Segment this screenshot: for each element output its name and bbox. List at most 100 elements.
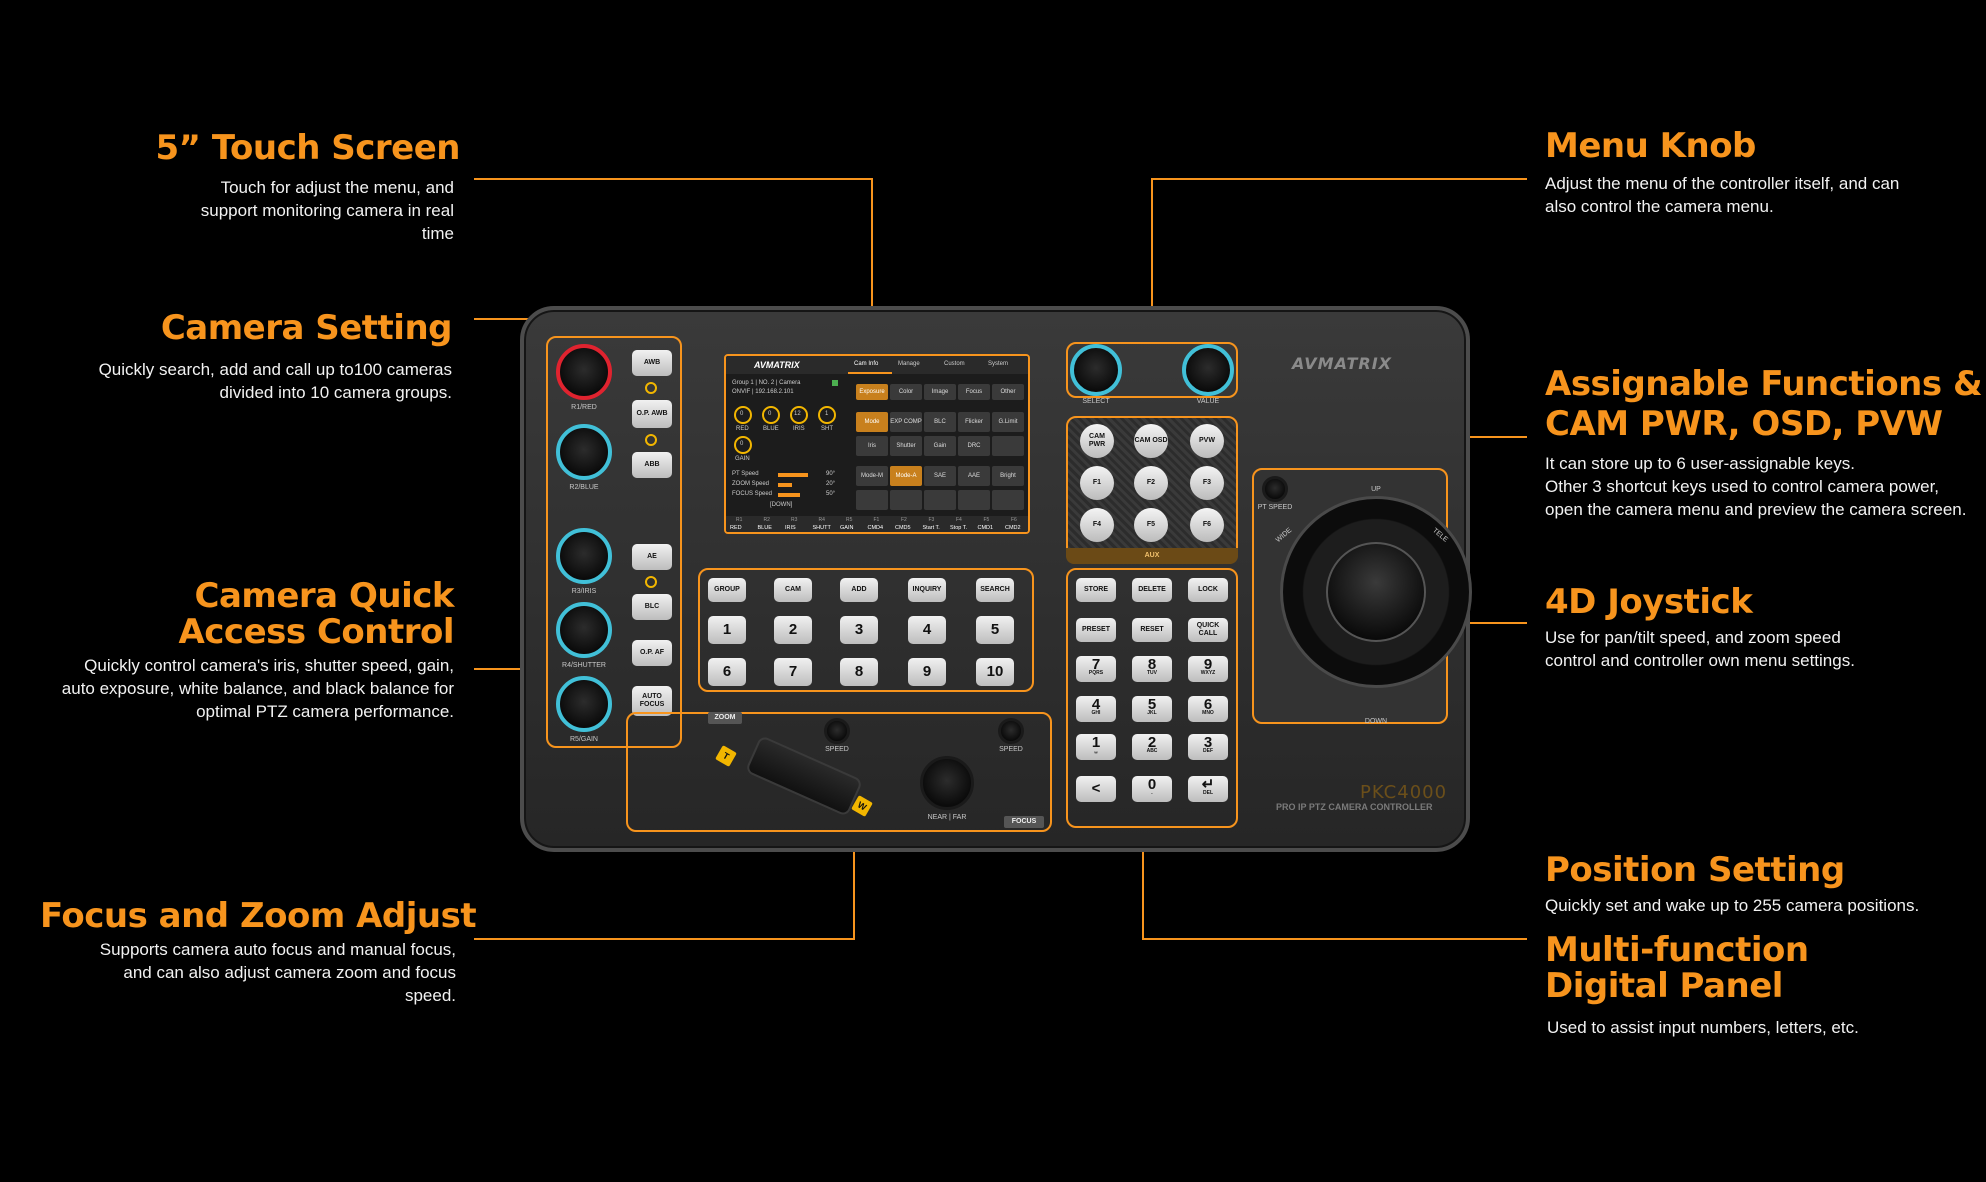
camera-number-key-8[interactable]: 8 [840,658,878,686]
lock-key[interactable]: LOCK [1188,578,1228,602]
auto-focus-key[interactable]: AUTO FOCUS [632,686,672,716]
store-key[interactable]: STORE [1076,578,1116,602]
screen-footer-key-label[interactable]: IRIS [785,525,796,531]
screen-opt-exp-comp[interactable]: EXP COMP [890,412,922,432]
screen-footer-key-label[interactable]: Stop T. [950,525,968,531]
screen-opt-gain[interactable]: Gain [924,436,956,456]
screen-opt-mode[interactable]: Mode [856,412,888,432]
camera-number-key-6[interactable]: 6 [708,658,746,686]
cam-pwr-key[interactable]: CAM PWR [1080,424,1114,458]
f6-key[interactable]: F6 [1190,508,1224,542]
camera-number-key-10[interactable]: 10 [976,658,1014,686]
quick-call-key[interactable]: QUICK CALL [1188,618,1228,642]
abb-key[interactable]: ABB [632,452,672,478]
numpad-key-7[interactable]: 1␣ [1076,734,1116,760]
screen-opt-mode-a[interactable]: Mode-A [890,466,922,486]
blc-key[interactable]: BLC [632,594,672,620]
screen-opt-blc[interactable]: BLC [924,412,956,432]
f3-key[interactable]: F3 [1190,466,1224,500]
camera-number-key-9[interactable]: 9 [908,658,946,686]
screen-opt-shutter[interactable]: Shutter [890,436,922,456]
cam-osd-key[interactable]: CAM OSD [1134,424,1168,458]
preset-key[interactable]: PRESET [1076,618,1116,642]
screen-footer-key-label[interactable]: SHUTT [812,525,831,531]
f4-key[interactable]: F4 [1080,508,1114,542]
screen-tab-system[interactable]: System [988,361,1009,367]
camera-number-key-7[interactable]: 7 [774,658,812,686]
numpad-key-12[interactable]: ↵DEL [1188,776,1228,802]
cam-key[interactable]: CAM [774,578,812,602]
pt-speed-knob[interactable] [1262,476,1288,502]
camera-number-key-3[interactable]: 3 [840,616,878,644]
numpad-key-10[interactable]: < [1076,776,1116,802]
screen-tab-cam-info[interactable]: Cam Info [854,361,879,367]
camera-number-key-2[interactable]: 2 [774,616,812,644]
r1-red-knob[interactable] [556,344,612,400]
ae-key[interactable]: AE [632,544,672,570]
screen-dial-red[interactable] [734,406,752,424]
f2-key[interactable]: F2 [1134,466,1168,500]
camera-number-key-5[interactable]: 5 [976,616,1014,644]
focus-knob[interactable] [920,756,974,810]
screen-footer-key-label[interactable]: BLUE [757,525,772,531]
screen-opt-empty[interactable] [992,436,1024,456]
screen-dial-gain[interactable] [734,436,752,454]
zoom-speed-knob[interactable] [824,718,850,744]
screen-dial-blue[interactable] [762,406,780,424]
op-af-key[interactable]: O.P. AF [632,640,672,666]
op-awb-key[interactable]: O.P. AWB [632,400,672,428]
screen-menu-focus[interactable]: Focus [958,384,990,400]
screen-tab-manage[interactable]: Manage [898,361,920,367]
screen-footer-key-label[interactable]: CMD1 [977,525,994,531]
screen-footer-key-label[interactable]: GAIN [840,525,854,531]
screen-footer-key-label[interactable]: RED [730,525,742,531]
r4-shutter-knob[interactable] [556,602,612,658]
screen-menu-image[interactable]: Image [924,384,956,400]
screen-opt-glimit[interactable]: G.Limit [992,412,1024,432]
screen-menu-other[interactable]: Other [992,384,1024,400]
pvw-key[interactable]: PVW [1190,424,1224,458]
focus-speed-knob[interactable] [998,718,1024,744]
screen-menu-color[interactable]: Color [890,384,922,400]
r2-blue-knob[interactable] [556,424,612,480]
r5-gain-knob[interactable] [556,676,612,732]
awb-key[interactable]: AWB [632,350,672,376]
screen-opt-sae[interactable]: SAE [924,466,956,486]
f1-key[interactable]: F1 [1080,466,1114,500]
screen-opt-flicker[interactable]: Flicker [958,412,990,432]
screen-dial-sht[interactable] [818,406,836,424]
camera-number-key-4[interactable]: 4 [908,616,946,644]
add-key[interactable]: ADD [840,578,878,602]
select-knob[interactable] [1070,344,1122,396]
screen-opt-bright[interactable]: Bright [992,466,1024,486]
screen-opt-mode-m[interactable]: Mode-M [856,466,888,486]
screen-menu-exposure[interactable]: Exposure [856,384,888,400]
joystick-handle[interactable] [1326,542,1426,642]
group-key[interactable]: GROUP [708,578,746,602]
numpad-key-11[interactable]: 0. [1132,776,1172,802]
r3-iris-knob[interactable] [556,528,612,584]
screen-opt-iris[interactable]: Iris [856,436,888,456]
screen-tab-custom[interactable]: Custom [944,361,965,367]
reset-key[interactable]: RESET [1132,618,1172,642]
inquiry-key[interactable]: INQUIRY [908,578,946,602]
screen-footer-key-label[interactable]: CMD5 [895,525,911,531]
screen-footer-key-label[interactable]: Start T. [922,525,940,531]
delete-key[interactable]: DELETE [1132,578,1172,602]
touch-screen[interactable]: AVMATRIX Cam Info Manage Custom System G… [724,354,1030,534]
camera-number-key-1[interactable]: 1 [708,616,746,644]
screen-opt-drc[interactable]: DRC [958,436,990,456]
search-key[interactable]: SEARCH [976,578,1014,602]
screen-dial-iris[interactable] [790,406,808,424]
screen-footer-key-label[interactable]: CMD2 [1005,525,1021,531]
value-knob[interactable] [1182,344,1234,396]
f5-key[interactable]: F5 [1134,508,1168,542]
